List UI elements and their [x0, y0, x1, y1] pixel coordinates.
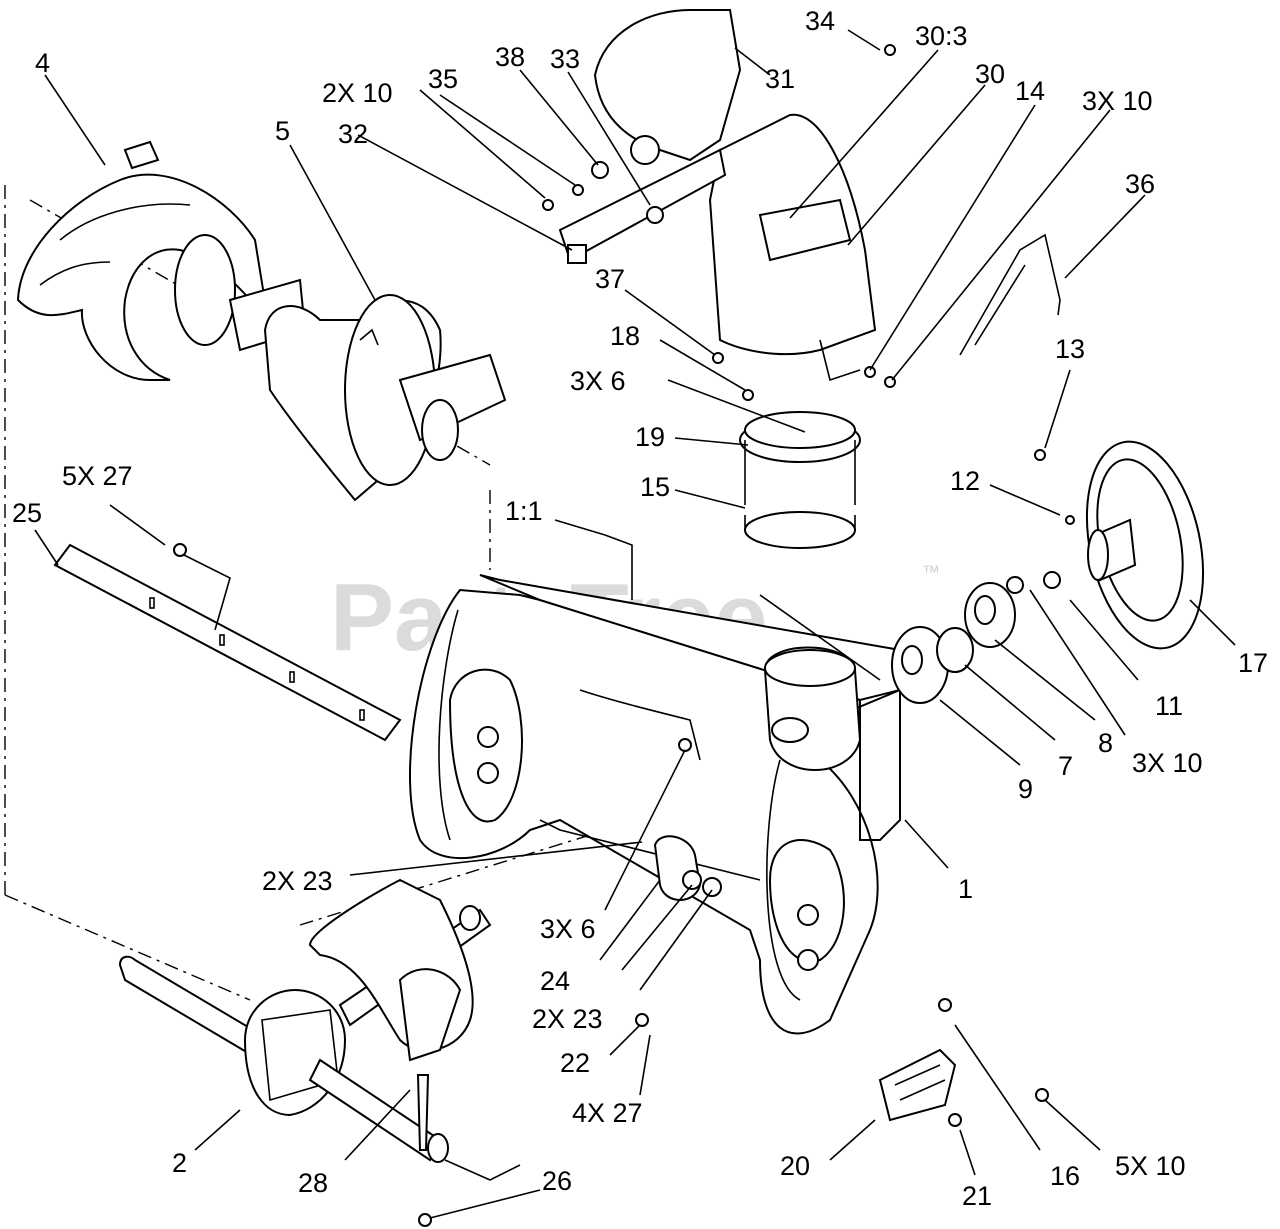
- callout-7: 7: [1058, 751, 1073, 781]
- callout-24: 24: [540, 966, 570, 996]
- impeller: [308, 878, 481, 1062]
- callout-36: 36: [1125, 169, 1155, 199]
- callout-37: 37: [595, 264, 625, 294]
- callout-18: 18: [610, 321, 640, 351]
- callout-5x10: 5X 10: [1115, 1151, 1186, 1181]
- callout-12: 12: [950, 466, 980, 496]
- callout-3x6-bottom: 3X 6: [540, 914, 596, 944]
- callout-21: 21: [962, 1181, 992, 1211]
- impeller-bearing: [653, 835, 722, 901]
- auger-housing: [409, 574, 901, 1035]
- wheel: [1085, 440, 1205, 650]
- callout-35: 35: [428, 64, 458, 94]
- callout-4x27: 4X 27: [572, 1098, 643, 1128]
- callout-16: 16: [1050, 1161, 1080, 1191]
- callout-8: 8: [1098, 728, 1113, 758]
- callout-28: 28: [298, 1168, 328, 1198]
- callout-14: 14: [1015, 76, 1045, 106]
- callout-11: 11: [1155, 691, 1183, 721]
- callout-5: 5: [275, 116, 290, 146]
- callout-labels: 4 5 2X 10 32 35 38 33 34 30:3 31 30 14 3…: [12, 6, 1268, 1211]
- callout-17: 17: [1238, 648, 1268, 678]
- callout-3x10-top: 3X 10: [1082, 86, 1153, 116]
- callout-20: 20: [780, 1151, 810, 1181]
- skid-shoe: [878, 1048, 957, 1122]
- discharge-chute: [708, 113, 877, 382]
- callout-31: 31: [765, 64, 795, 94]
- auger-spiral-right: [263, 294, 507, 502]
- callout-22: 22: [560, 1048, 590, 1078]
- leader-lines: [34, 29, 1236, 1219]
- callout-3x6-top: 3X 6: [570, 366, 626, 396]
- chute-deflector: [558, 9, 742, 262]
- callout-30-3: 30:3: [915, 21, 968, 51]
- callout-38: 38: [495, 42, 525, 72]
- callout-2x23-bottom: 2X 23: [532, 1004, 603, 1034]
- callout-2x23-left: 2X 23: [262, 866, 333, 896]
- callout-30: 30: [975, 59, 1005, 89]
- callout-5x27: 5X 27: [62, 461, 133, 491]
- callout-26: 26: [542, 1166, 572, 1196]
- callout-32: 32: [338, 119, 368, 149]
- auger-spiral-left: [16, 140, 307, 381]
- fasteners: [173, 44, 1075, 1227]
- callout-34: 34: [805, 6, 835, 36]
- watermark-trademark: ™: [922, 562, 940, 582]
- callout-1: 1: [958, 874, 973, 904]
- callout-13: 13: [1055, 334, 1085, 364]
- callout-33: 33: [550, 44, 580, 74]
- chute-rings: [739, 411, 861, 549]
- callout-2x10: 2X 10: [322, 78, 393, 108]
- callout-4: 4: [35, 48, 50, 78]
- callout-19: 19: [635, 422, 665, 452]
- scraper-bar: [53, 543, 402, 742]
- chute-mount-base: [763, 646, 862, 771]
- callout-1-1: 1:1: [505, 496, 543, 526]
- callout-15: 15: [640, 472, 670, 502]
- callout-9: 9: [1018, 774, 1033, 804]
- bearings-and-washers: [891, 571, 1061, 704]
- callout-3x10-right: 3X 10: [1132, 748, 1203, 778]
- callout-25: 25: [12, 498, 42, 528]
- chute-crank-rod: [959, 233, 1061, 356]
- callout-2: 2: [172, 1148, 187, 1178]
